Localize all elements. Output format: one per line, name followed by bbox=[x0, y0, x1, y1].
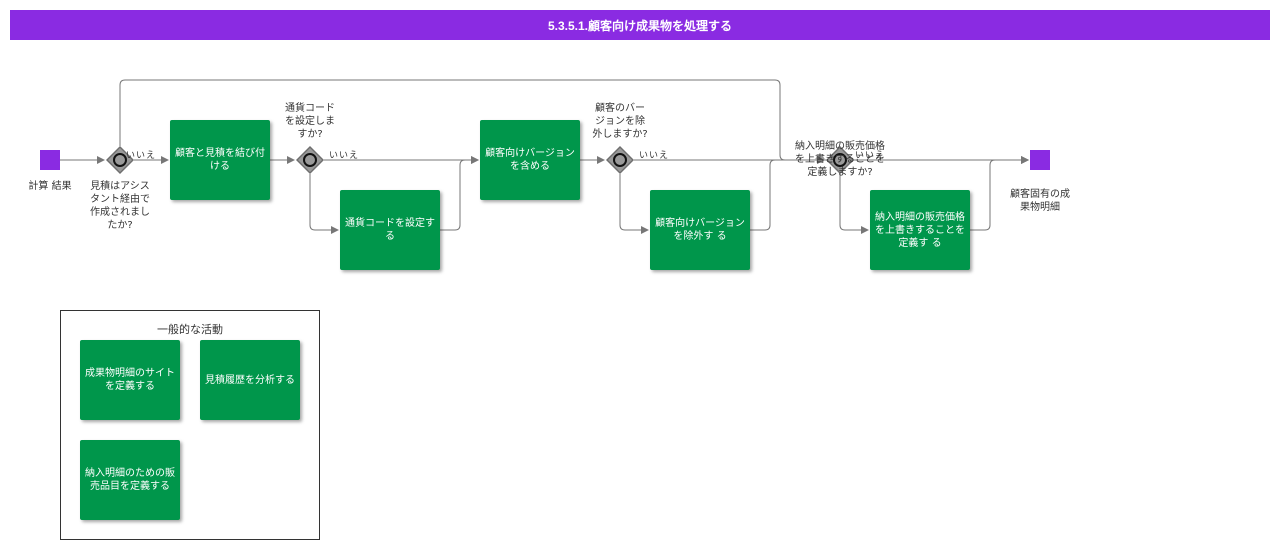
task-define-deliverable-site[interactable]: 成果物明細のサイトを定義する bbox=[80, 340, 180, 420]
gateway-g1-no-label: いいえ bbox=[126, 151, 157, 161]
task-link-customer-quote[interactable]: 顧客と見積を結び付ける bbox=[170, 120, 270, 200]
start-event[interactable] bbox=[40, 150, 60, 170]
diagram-title-bar: 5.3.5.1.顧客向け成果物を処理する bbox=[10, 10, 1270, 40]
task-set-currency-code[interactable]: 通貨コードを設定する bbox=[340, 190, 440, 270]
flow-g1-bypass bbox=[119, 79, 1029, 164]
gateway-g3-question: 顧客のバー ジョンを除 外しますか? bbox=[592, 103, 648, 140]
gateway-g4[interactable] bbox=[825, 145, 855, 175]
gateway-circle-icon bbox=[303, 153, 317, 167]
gateway-g2[interactable] bbox=[295, 145, 325, 175]
gateway-g4-question: 納入明細の販売価格 を上書きすることを 定義しますか? bbox=[795, 141, 885, 178]
gateway-g2-question: 通貨コード を設定しま すか? bbox=[285, 103, 335, 140]
task-define-sales-items[interactable]: 納入明細のための販売品目を定義する bbox=[80, 440, 180, 520]
start-event-label: 計算 結果 bbox=[28, 181, 72, 192]
flow-t4-to-g4 bbox=[750, 156, 825, 231]
gateway-g3[interactable] bbox=[605, 145, 635, 175]
flow-g3-to-t4 bbox=[619, 174, 649, 234]
flow-g2-to-t2 bbox=[309, 174, 339, 234]
gateway-g2-no-label: いいえ bbox=[329, 151, 360, 161]
gateway-circle-icon bbox=[613, 153, 627, 167]
task-analyze-quote-history[interactable]: 見積履歴を分析する bbox=[200, 340, 300, 420]
flow-t2-to-t3 bbox=[440, 156, 479, 231]
gateway-g1-question: 見積はアシス タント経由で 作成されまし たか? bbox=[90, 181, 150, 231]
gateway-circle-icon bbox=[113, 153, 127, 167]
flow-g4-to-t5 bbox=[839, 174, 869, 234]
task-include-customer-version[interactable]: 顧客向けバージョンを含める bbox=[480, 120, 580, 200]
general-activities-group: 一般的な活動 bbox=[60, 310, 320, 540]
flow-t5-to-end bbox=[970, 156, 1029, 231]
end-event[interactable] bbox=[1030, 150, 1050, 170]
gateway-g1[interactable] bbox=[105, 145, 135, 175]
task-exclude-customer-version[interactable]: 顧客向けバージョンを除外す る bbox=[650, 190, 750, 270]
group-title: 一般的な活動 bbox=[157, 323, 223, 336]
end-event-label: 顧客固有の成 果物明細 bbox=[1010, 189, 1070, 213]
gateway-g3-no-label: いいえ bbox=[639, 151, 670, 161]
gateway-g4-no-label: いいえ bbox=[855, 151, 886, 161]
gateway-circle-icon bbox=[833, 153, 847, 167]
diagram-title: 5.3.5.1.顧客向け成果物を処理する bbox=[547, 18, 733, 33]
task-define-price-override[interactable]: 納入明細の販売価格を上書きすることを定義す る bbox=[870, 190, 970, 270]
